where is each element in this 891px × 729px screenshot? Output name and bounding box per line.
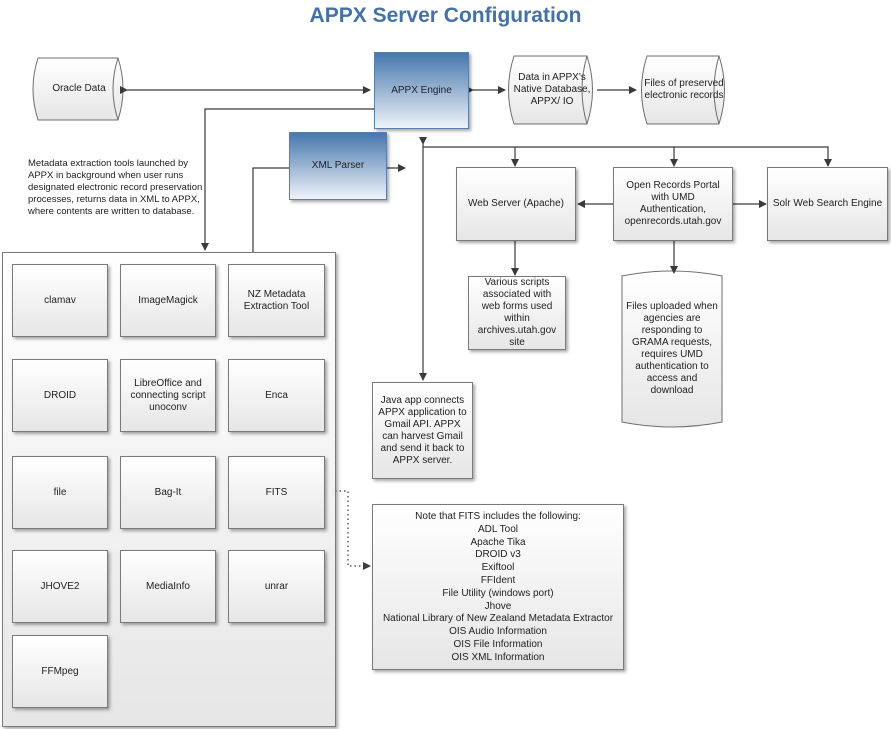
fits-item: ADL Tool [477, 523, 519, 535]
solr-search-box: Solr Web Search Engine [767, 167, 888, 241]
tool-jhove2: JHOVE2 [12, 550, 108, 623]
tool-file: file [12, 456, 108, 529]
tool-clamav: clamav [12, 264, 108, 337]
tool-mediainfo: MediaInfo [120, 550, 216, 623]
fits-item: Jhove [484, 600, 512, 612]
web-server-box: Web Server (Apache) [456, 167, 576, 241]
metadata-extraction-note: Metadata extraction tools launched by AP… [28, 158, 203, 217]
tool-nz-metadata-extraction: NZ Metadata Extraction Tool [228, 264, 325, 337]
web-scripts-box: Various scripts associated with web form… [468, 276, 566, 350]
preserved-records-storage-shape [641, 55, 725, 125]
native-database-storage-shape [508, 55, 593, 125]
fits-item: DROID v3 [475, 549, 521, 561]
fits-item: National Library of New Zealand Metadata… [382, 613, 614, 625]
tool-imagemagick: ImageMagick [120, 264, 216, 337]
tool-libreoffice: LibreOffice and connecting script unocon… [120, 359, 216, 432]
tool-ffmpeg: FFMpeg [12, 635, 108, 708]
tool-unrar: unrar [228, 550, 325, 623]
fits-item: Apache Tika [470, 536, 526, 548]
fits-item: OIS Audio Information [449, 626, 547, 638]
uploaded-files-label: Files uploaded when agencies are respond… [626, 301, 718, 396]
tool-fits: FITS [228, 456, 325, 529]
oracle-data-label: Oracle Data [52, 83, 106, 94]
fits-item: File Utility (windows port) [442, 587, 554, 599]
tool-droid: DROID [12, 359, 108, 432]
fits-item: FFIdent [480, 574, 516, 586]
tool-enca: Enca [228, 359, 325, 432]
java-app-box: Java app connects APPX application to Gm… [372, 382, 473, 479]
native-database-label: Data in APPX's Native Database, APPX/ IO [513, 72, 591, 107]
fits-item: OIS File Information [453, 638, 543, 650]
fits-note-heading: Note that FITS includes the following: [415, 511, 581, 522]
fits-item: Exiftool [481, 562, 515, 574]
oracle-data-storage-shape [32, 57, 124, 121]
fits-components-note: Note that FITS includes the following: A… [372, 504, 624, 670]
diagram-title: APPX Server Configuration [309, 4, 582, 27]
uploaded-files-document-shape [621, 270, 723, 428]
tool-bag-it: Bag-It [120, 456, 216, 529]
open-records-portal-box: Open Records Portal with UMD Authenticat… [613, 167, 733, 241]
appx-engine-box: APPX Engine [374, 52, 469, 129]
preserved-records-label: Files of preserved electronic records [644, 78, 724, 101]
fits-item: OIS XML Information [451, 651, 545, 663]
xml-parser-box: XML Parser [289, 132, 387, 200]
